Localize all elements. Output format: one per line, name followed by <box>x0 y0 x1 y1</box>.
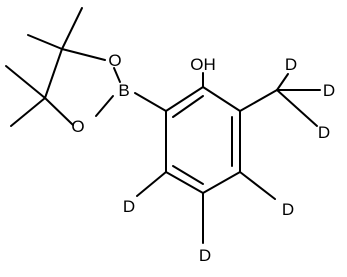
ring-bond-c4-c5-inner <box>172 165 204 185</box>
boron-label: B <box>118 81 129 100</box>
bond-cd3-d-top <box>276 73 289 91</box>
bond-c3-d <box>239 171 276 200</box>
ring-deuterium-bottom-label: D <box>199 246 211 265</box>
bond-cd3-d-lower <box>276 89 318 127</box>
ring-bond-c6-c1 <box>165 86 204 112</box>
oxygen-label-top: O <box>108 51 121 70</box>
bond-b-o-bottom <box>95 95 114 117</box>
cd3-deuterium-top-label: D <box>285 55 297 74</box>
oxygen-label-bottom: O <box>71 117 84 136</box>
ring-bond-c3-c4 <box>202 171 241 194</box>
cd3-deuterium-lower-label: D <box>318 123 330 142</box>
oh-label: OH <box>190 55 216 74</box>
methyl-bond-top-2 <box>27 34 63 50</box>
methyl-bond-bottom-1 <box>5 65 46 99</box>
benzene-ring <box>165 86 241 194</box>
ring-bond-c4-c5 <box>165 171 204 194</box>
ring-bond-c6-c1-inner <box>172 95 204 118</box>
bond-o-bottom-c <box>44 97 74 126</box>
methyl-bond-top-1 <box>61 7 83 50</box>
bond-c6-boron <box>134 92 167 112</box>
bond-c-c-ring <box>44 48 63 99</box>
bond-c5-d <box>136 171 167 197</box>
dioxaborolane-ring <box>44 48 121 126</box>
ring-bond-c1-c2 <box>202 86 241 112</box>
ring-deuterium-right-label: D <box>282 200 294 219</box>
ring-deuterium-left-label: D <box>123 197 135 216</box>
methyl-bond-bottom-2 <box>10 97 46 127</box>
cd3-deuterium-right-label: D <box>323 81 335 100</box>
bond-b-o-top <box>113 67 121 83</box>
bond-o-top-c <box>61 48 106 61</box>
bond-c2-cd3 <box>239 89 278 112</box>
